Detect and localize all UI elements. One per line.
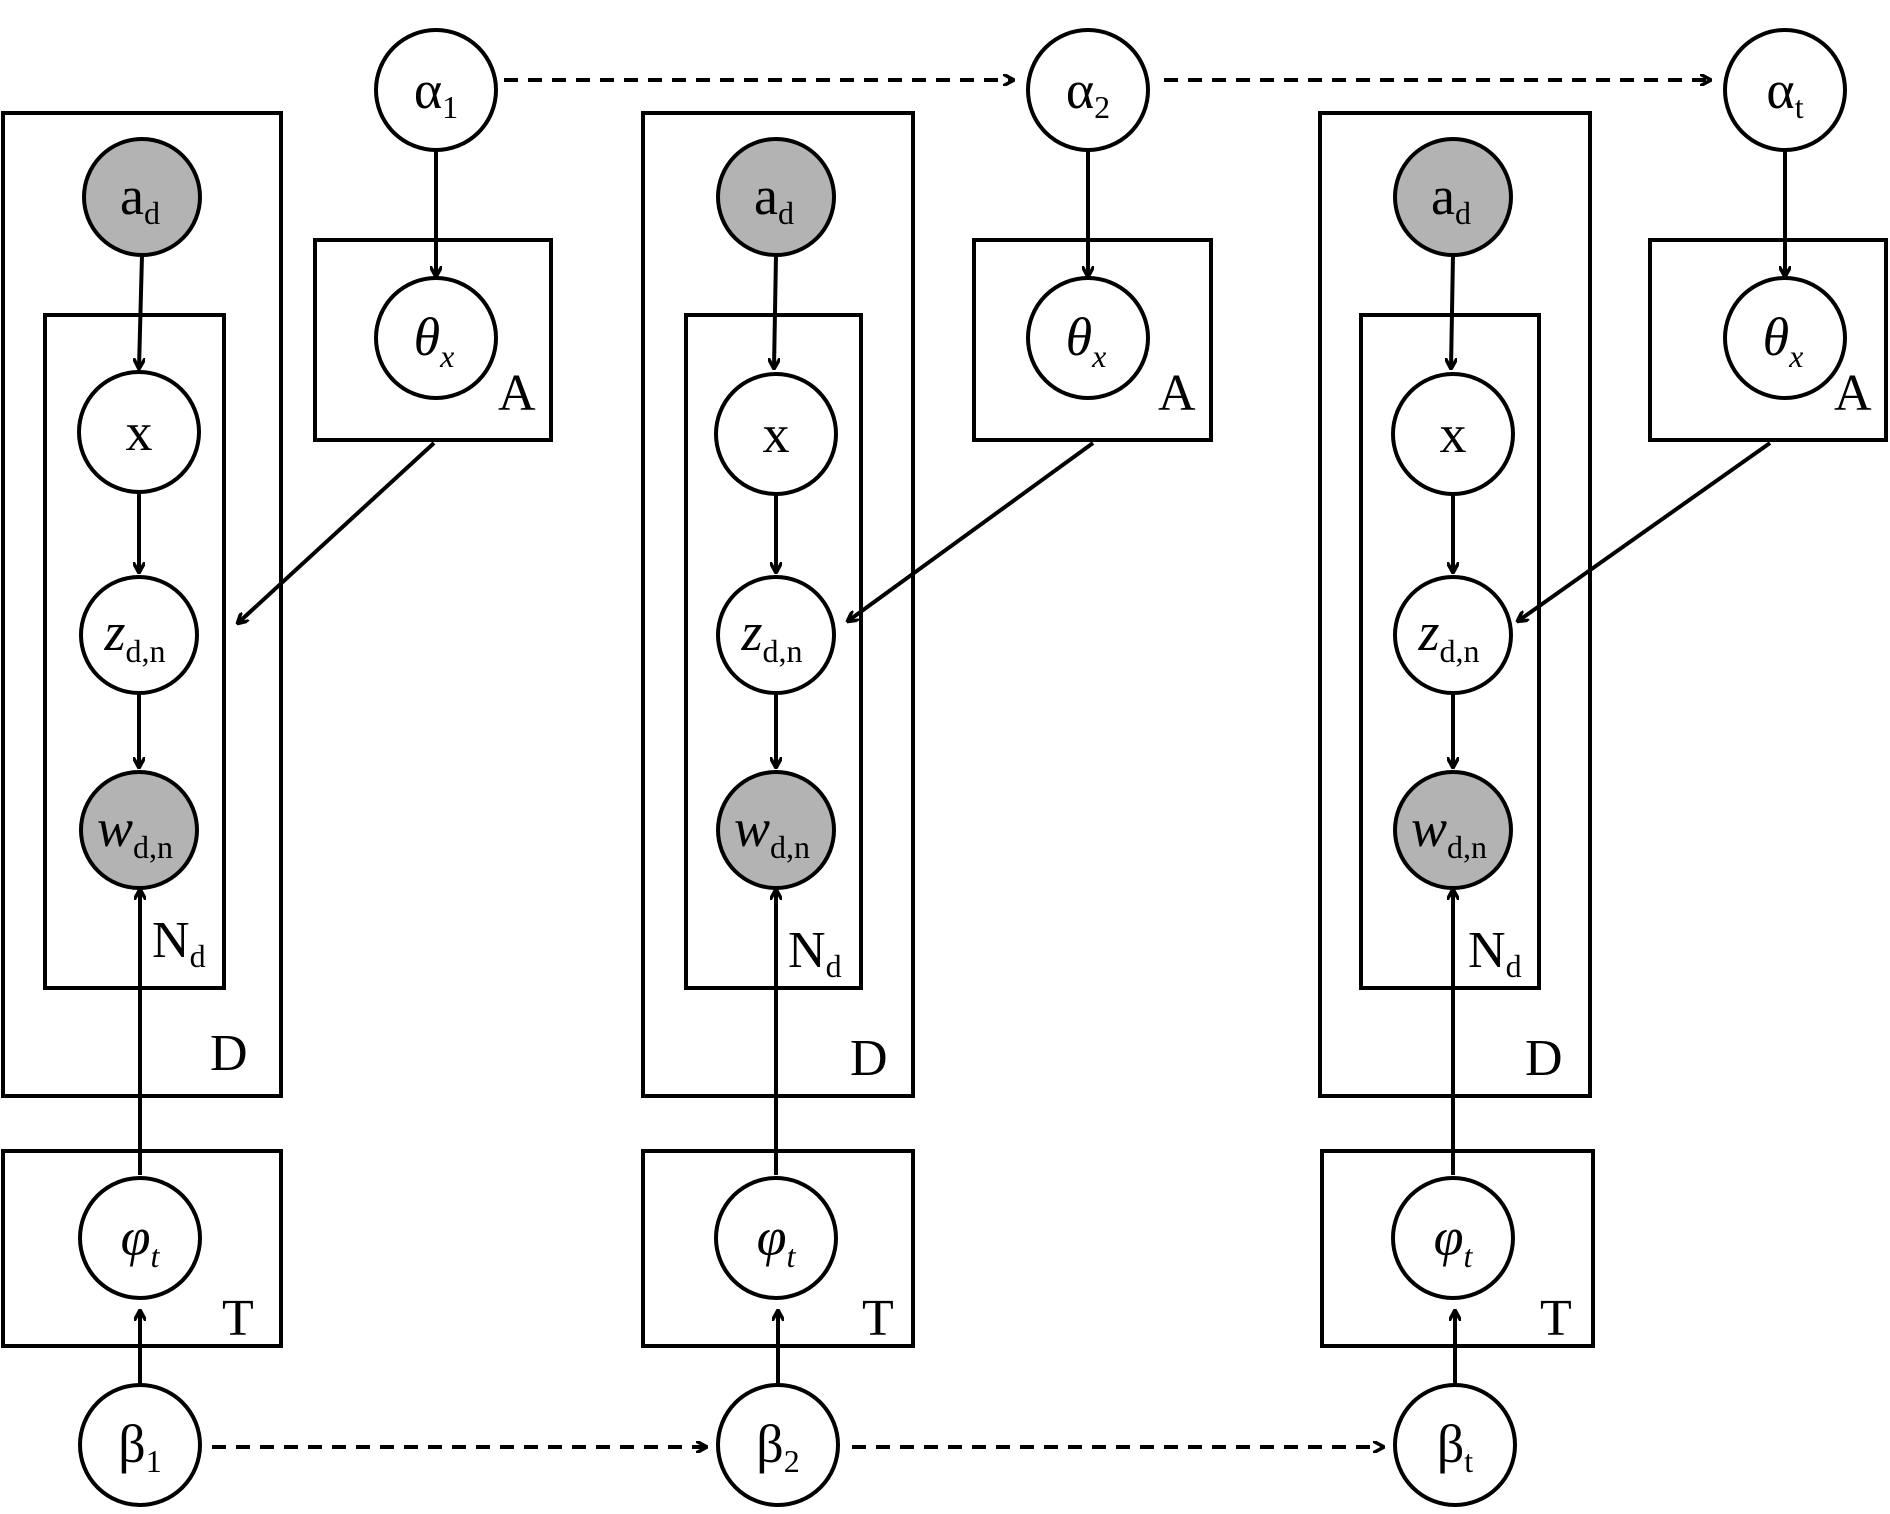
phi-node xyxy=(714,1176,838,1300)
edge-author-x xyxy=(139,254,142,368)
x-node xyxy=(77,370,201,494)
plate-A-label: A xyxy=(1834,365,1872,422)
beta-label: βt xyxy=(1437,1414,1473,1479)
phi-label: φt xyxy=(121,1207,161,1274)
plate-D-label: D xyxy=(1525,1030,1563,1087)
w-label: wd,n xyxy=(1411,798,1487,865)
z-node xyxy=(716,575,836,695)
theta-node xyxy=(1026,276,1150,400)
alpha-node xyxy=(1723,28,1847,152)
edge-author-x xyxy=(774,254,776,368)
w-label: wd,n xyxy=(734,798,810,865)
plate-N xyxy=(43,313,226,990)
plate-A xyxy=(972,238,1213,442)
theta-node xyxy=(374,276,498,400)
x-label: x xyxy=(763,404,790,464)
plate-D-label: D xyxy=(210,1025,248,1082)
x-label: x xyxy=(1440,404,1467,464)
plate-N-label: Nd xyxy=(152,912,206,974)
edge-theta-z xyxy=(848,441,1095,621)
beta-label: β2 xyxy=(756,1414,799,1479)
theta-label: θx xyxy=(1763,307,1804,374)
plate-D-label: D xyxy=(850,1030,888,1087)
w-label: wd,n xyxy=(97,798,173,865)
edge-theta-z xyxy=(238,441,436,623)
beta-label: β1 xyxy=(118,1414,161,1479)
time-slice-3: αt θx ad x zd,n wd,n φt βt A Nd D T xyxy=(1318,28,1888,1507)
beta-node xyxy=(78,1383,202,1507)
author-node xyxy=(1393,137,1513,257)
plate-A-label: A xyxy=(498,365,536,422)
theta-label: θx xyxy=(414,307,455,374)
author-node xyxy=(82,137,202,257)
phi-node xyxy=(78,1176,202,1300)
alpha-label: α1 xyxy=(414,60,458,125)
plate-A xyxy=(313,238,553,442)
x-label: x xyxy=(126,402,153,462)
time-slice-2: α2 θx ad x zd,n wd,n φt β2 A Nd D T xyxy=(641,28,1213,1507)
plate-T-label: T xyxy=(1540,1290,1572,1347)
beta-node xyxy=(716,1383,840,1507)
w-node xyxy=(79,770,199,890)
phi-label: φt xyxy=(1434,1207,1474,1274)
author-label: ad xyxy=(120,166,160,231)
author-label: ad xyxy=(1431,166,1471,231)
author-label: ad xyxy=(754,166,794,231)
beta-node xyxy=(1393,1383,1517,1507)
plate-T-label: T xyxy=(862,1290,894,1347)
z-node xyxy=(1393,575,1513,695)
plate-N-label: Nd xyxy=(1468,922,1522,984)
x-node xyxy=(1391,372,1515,496)
alpha-node xyxy=(374,28,498,152)
plate-A-label: A xyxy=(1158,365,1196,422)
z-label: zd,n xyxy=(103,602,165,669)
x-node xyxy=(714,372,838,496)
plate-N-label: Nd xyxy=(788,922,842,984)
phi-label: φt xyxy=(757,1207,797,1274)
alpha-label: α2 xyxy=(1066,60,1110,125)
theta-node xyxy=(1723,276,1847,400)
z-label: zd,n xyxy=(1417,602,1479,669)
z-label: zd,n xyxy=(740,602,802,669)
plate-T xyxy=(1320,1149,1595,1348)
w-node xyxy=(716,770,836,890)
plate-A xyxy=(1648,238,1888,442)
alpha-node xyxy=(1026,28,1150,152)
w-node xyxy=(1393,770,1513,890)
edge-theta-z xyxy=(1518,441,1772,621)
edge-author-x xyxy=(1451,254,1453,368)
author-node xyxy=(716,137,836,257)
time-slice-1: α1 θx ad x zd,n wd,n φt β1 A Nd D T xyxy=(1,28,553,1507)
z-node xyxy=(79,575,199,695)
phi-node xyxy=(1391,1176,1515,1300)
theta-label: θx xyxy=(1066,307,1107,374)
alpha-label: αt xyxy=(1766,60,1803,125)
plate-T-label: T xyxy=(222,1290,254,1347)
